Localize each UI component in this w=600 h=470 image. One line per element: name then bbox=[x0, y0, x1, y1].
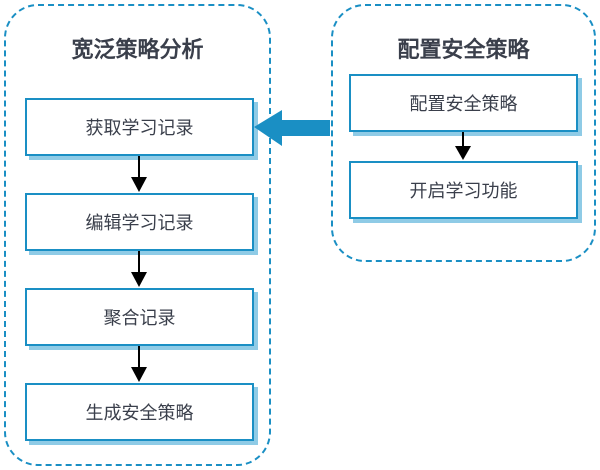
step-generate-security-policy: 生成安全策略 bbox=[25, 383, 254, 441]
left-group-container: 宽泛策略分析 bbox=[4, 4, 271, 466]
step-edit-learning-records: 编辑学习记录 bbox=[25, 193, 254, 251]
right-group-container: 配置安全策略 bbox=[331, 4, 596, 262]
step-enable-learning: 开启学习功能 bbox=[349, 161, 578, 219]
step-get-learning-records: 获取学习记录 bbox=[25, 98, 254, 156]
right-group-title: 配置安全策略 bbox=[397, 37, 530, 63]
step-configure-security-policy: 配置安全策略 bbox=[349, 74, 578, 132]
step-aggregate-records: 聚合记录 bbox=[25, 288, 254, 346]
flow-arrow-right bbox=[455, 132, 471, 160]
left-group-title: 宽泛策略分析 bbox=[71, 37, 204, 63]
flow-arrow-3 bbox=[131, 346, 147, 382]
flow-arrow-2 bbox=[131, 251, 147, 287]
connector-arrow-left-icon bbox=[254, 110, 330, 146]
flow-arrow-1 bbox=[131, 156, 147, 192]
